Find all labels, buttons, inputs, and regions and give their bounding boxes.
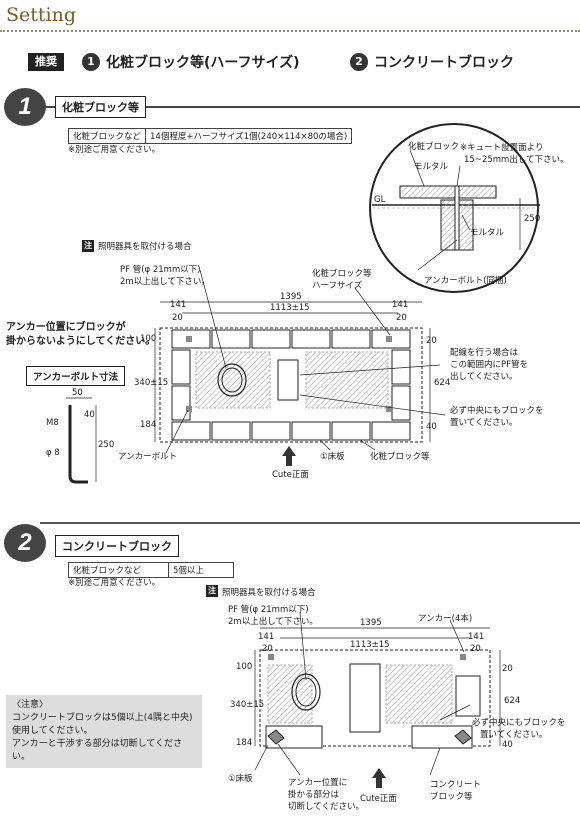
floor-label-2: ①床板: [228, 774, 253, 784]
center-note2-2: 置いてください。: [480, 730, 548, 740]
wiring-note-2: この範囲内にPF管を: [450, 360, 529, 370]
dim-624: 624: [434, 378, 451, 388]
anchor-4-label: アンカー(4本): [418, 614, 473, 624]
detail-block-label: 化粧ブロック: [408, 142, 460, 152]
option2-number: 2: [350, 53, 368, 71]
pf-pipe-label-2: PF 管(φ 21mm以下): [228, 605, 309, 615]
section1-heading: 化粧ブロック等: [55, 96, 146, 118]
dim-340: 340±15: [134, 378, 169, 388]
dim2-340: 340±15: [230, 700, 265, 710]
dim-141-left: 141: [170, 300, 187, 310]
table-cell: 5個以上: [173, 566, 204, 576]
detail-250-label: 250: [524, 214, 541, 224]
dim-20-r: 20: [426, 336, 437, 346]
section2-heading: コンクリートブロック: [55, 535, 179, 557]
recommend-badge: 推奨: [28, 53, 64, 71]
center-note-2: 置いてください。: [450, 418, 518, 428]
anchor-warning-2: 掛からないようにしてください。: [6, 336, 156, 347]
front-label: Cute正面: [272, 470, 309, 480]
dim2-40: 40: [502, 740, 513, 750]
dim-20-left: 20: [172, 313, 183, 323]
light-note-badge-2: 注: [206, 585, 218, 597]
light-note-badge: 注: [82, 240, 94, 252]
pf-length-label: 2m以上出して下さい。: [120, 277, 210, 287]
attention-line-1: コンクリートブロックは5個以上(4隅と中央): [12, 713, 193, 723]
section1-table: 化粧ブロックなど 14個程度+ハーフサイズ1個(240×114×80の場合): [68, 128, 353, 144]
detail-note-2: 15~25mm出して下さい。: [464, 155, 569, 165]
section1-number: 1: [4, 88, 46, 126]
section-separator: [40, 522, 580, 524]
pf-pipe-label: PF 管(φ 21mm以下): [120, 265, 201, 275]
floor-label: ①床板: [320, 452, 345, 462]
section1-rule: [40, 106, 580, 108]
attention-line-3: アンカーと干渉する部分は切断してください。: [12, 739, 183, 762]
section1-note: ※別途ご用意ください。: [68, 145, 161, 155]
option2-label: コンクリートブロック: [374, 55, 514, 71]
detail-gl-label: GL: [374, 195, 386, 205]
anchor-size-title: アンカーボルト寸法: [26, 366, 126, 386]
light-note-text-2: 照明器具を取付ける場合: [222, 588, 316, 598]
page-title: Setting: [6, 4, 77, 26]
table-cell: 14個程度+ハーフサイズ1個(240×114×80の場合): [150, 132, 348, 142]
dim2-624: 624: [504, 696, 521, 706]
dim2-20-right: 20: [470, 644, 481, 654]
cut-note-2: 掛かる部分は: [288, 790, 340, 800]
block-label-b: ハーフサイズ: [312, 281, 363, 291]
concrete-label-2: ブロック等: [430, 792, 473, 802]
cut-note-1: アンカー位置に: [288, 778, 348, 788]
dim-184: 184: [140, 420, 157, 430]
dim2-20-r: 20: [502, 664, 513, 674]
dim-141-right: 141: [392, 300, 409, 310]
table-cell: 化粧ブロックなど: [69, 129, 147, 143]
center-note2-1: 必ず中央にもブロックを: [472, 718, 566, 728]
center-note-1: 必ず中央にもブロックを: [450, 406, 544, 416]
table-cell: 化粧ブロックなど: [69, 563, 169, 577]
dim2-20-left: 20: [262, 644, 273, 654]
block-etc-label: 化粧ブロック等: [370, 452, 430, 462]
front-label-2: Cute正面: [360, 794, 397, 804]
dim-20-right: 20: [396, 313, 407, 323]
detail-mortar-label: モルタル: [414, 162, 449, 172]
bolt-50: 50: [72, 388, 83, 398]
wiring-note-1: 配線を行う場合は: [450, 348, 519, 358]
title-divider: [0, 30, 580, 32]
attention-line-2: 使用してください。: [12, 726, 93, 736]
dim2-1113: 1113±15: [350, 640, 390, 650]
dim2-141-right: 141: [468, 632, 485, 642]
section2-note: ※別途ご用意ください。: [68, 578, 161, 588]
detail-note-1: ※キュート設置面より: [460, 143, 544, 153]
bolt-40: 40: [84, 410, 95, 420]
dim-40: 40: [426, 422, 437, 432]
dim2-100: 100: [236, 662, 253, 672]
cut-note-3: 切断してください。: [288, 802, 364, 812]
dim-100: 100: [140, 334, 157, 344]
dim-1395: 1395: [280, 292, 302, 302]
light-note-text: 照明器具を取付ける場合: [98, 242, 192, 252]
bolt-250: 250: [98, 440, 115, 450]
option1-label: 化粧ブロック等(ハーフサイズ): [106, 55, 300, 71]
section2-table: 化粧ブロックなど 5個以上: [68, 562, 234, 578]
dim2-1395: 1395: [360, 618, 382, 628]
pf-length-label-2: 2m以上出して下さい。: [228, 617, 318, 627]
detail-anchor-label: アンカーボルト(同梱): [424, 276, 507, 286]
concrete-label-1: コンクリート: [430, 780, 482, 790]
detail-mortar2-label: モルタル: [470, 228, 505, 238]
block-label-a: 化粧ブロック等: [312, 269, 372, 279]
attention-title: 〈注意〉: [12, 700, 49, 710]
dim2-184: 184: [236, 738, 253, 748]
attention-box: 〈注意〉 コンクリートブロックは5個以上(4隅と中央) 使用してください。 アン…: [6, 695, 202, 768]
dim-1113: 1113±15: [270, 303, 310, 313]
bolt-phi8: φ 8: [46, 448, 60, 458]
anchor-bolt-label: アンカーボルト: [118, 452, 178, 462]
option1-number: 1: [82, 53, 100, 71]
section2-number: 2: [4, 524, 46, 562]
bolt-m8: M8: [46, 418, 59, 428]
wiring-note-3: 出してください。: [450, 372, 518, 382]
dim2-141-left: 141: [258, 632, 275, 642]
anchor-warning-1: アンカー位置にブロックが: [6, 322, 126, 333]
